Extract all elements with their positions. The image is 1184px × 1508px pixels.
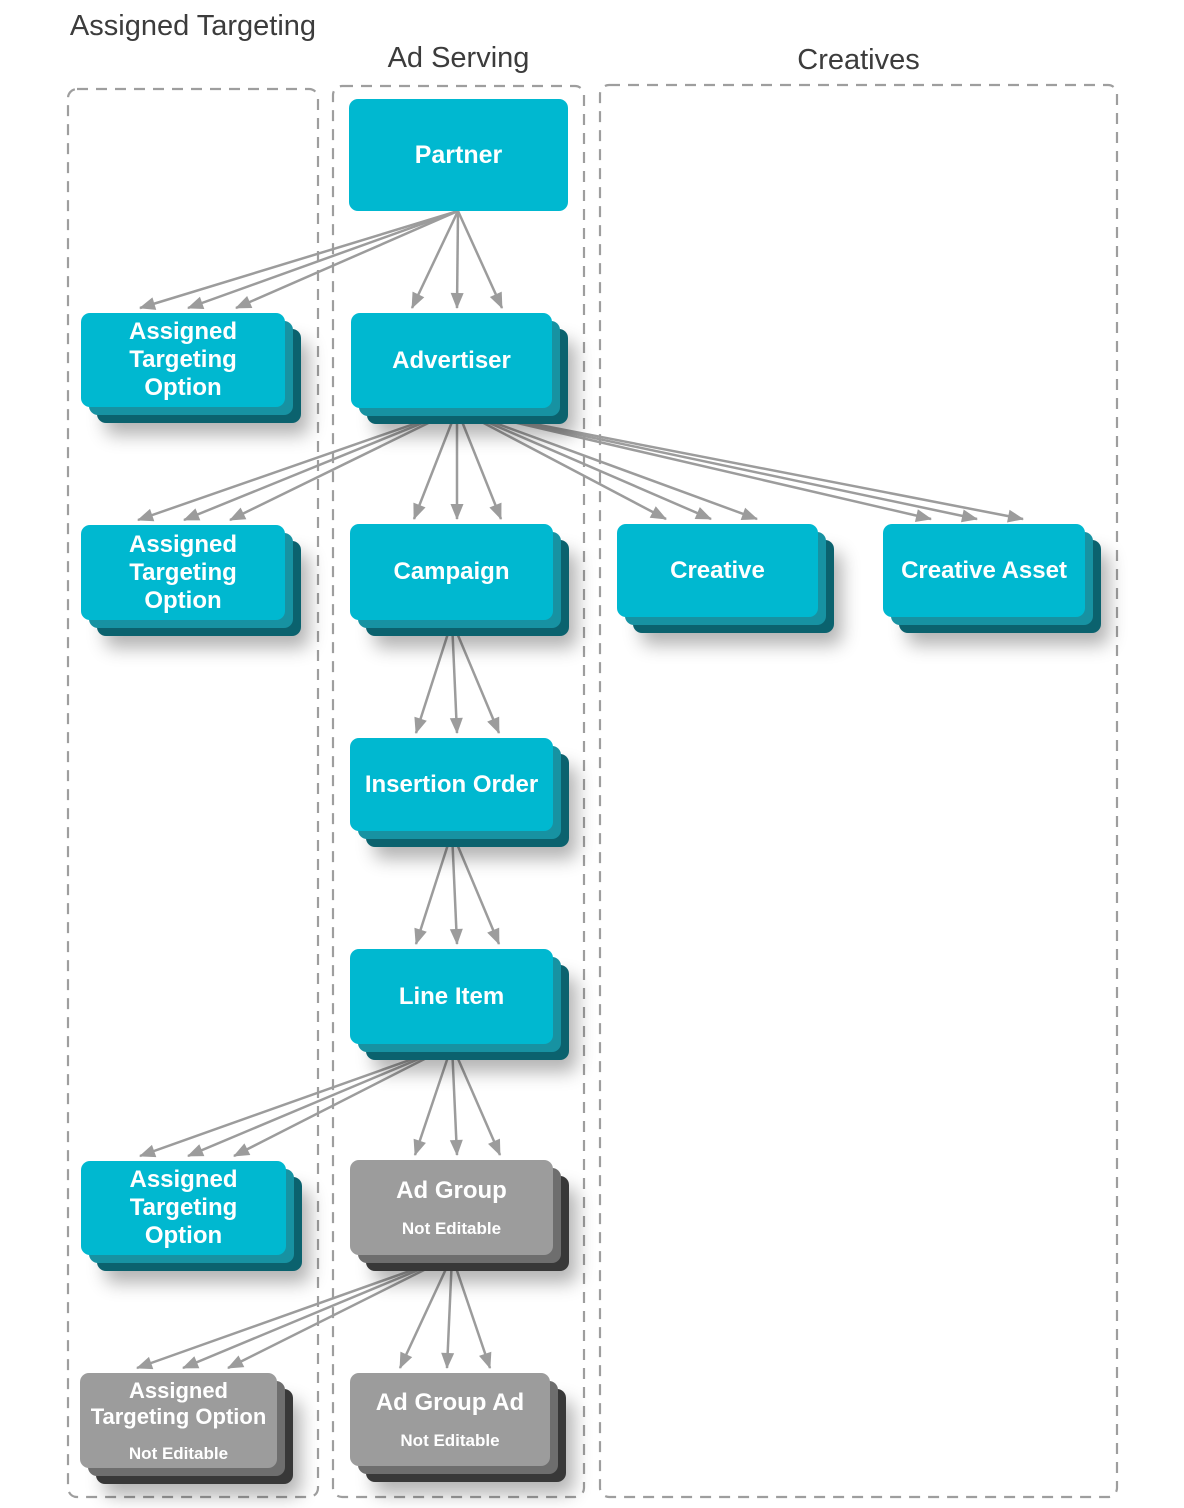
edge-ad-group-to-assigned-targeting-option-4: [182, 1254, 453, 1370]
edge-advertiser-to-campaign: [412, 408, 459, 520]
edge-line-item-to-ad-group: [413, 1044, 454, 1156]
edge-lines: [136, 209, 1024, 1370]
edge-ad-group-to-assigned-targeting-option-4: [136, 1254, 453, 1370]
edge-line-item-to-assigned-targeting-option-3: [139, 1043, 453, 1158]
edge-ad-group-to-ad-group-ad: [398, 1255, 454, 1369]
column-ad-serving: [331, 84, 586, 1499]
edge-line-item-to-assigned-targeting-option-3: [233, 1043, 453, 1158]
node-label: Line Item: [398, 982, 505, 1010]
node-partner: Partner: [349, 99, 568, 211]
node-insertion-order: Insertion Order: [350, 738, 553, 831]
edge-line-item-to-ad-group: [450, 1044, 502, 1156]
node-line-item: Line Item: [350, 949, 553, 1044]
edge-advertiser-to-creative-asset: [456, 407, 1024, 523]
column-title-creatives: Creatives: [797, 44, 920, 76]
node-sublabel: Not Editable: [401, 1219, 502, 1238]
edge-insertion-order-to-line-item: [414, 831, 454, 945]
node-label: Insertion Order: [364, 770, 539, 798]
edge-partner-to-assigned-targeting-option-1: [235, 209, 459, 310]
edge-partner-to-assigned-targeting-option-1: [187, 209, 459, 310]
node-advertiser: Advertiser: [351, 313, 552, 408]
edge-advertiser-to-creative-asset: [456, 407, 978, 523]
edge-line-item-to-assigned-targeting-option-3: [187, 1043, 453, 1158]
edge-campaign-to-insertion-order: [449, 620, 463, 734]
edge-advertiser-to-creative: [456, 407, 712, 521]
node-label: Partner: [414, 141, 503, 169]
node-ad-group-ad: Ad Group Ad Not Editable: [350, 1373, 550, 1466]
column-creatives: [598, 83, 1119, 1499]
edge-line-item-to-ad-group: [449, 1044, 463, 1156]
edge-advertiser-to-assigned-targeting-option-2: [137, 407, 458, 522]
node-label: Campaign: [393, 558, 510, 585]
edge-ad-group-to-ad-group-ad: [450, 1255, 492, 1369]
edge-ad-group-to-assigned-targeting-option-4: [227, 1254, 453, 1370]
edge-advertiser-to-creative: [456, 407, 667, 521]
column-assigned-targeting: [66, 87, 320, 1499]
edge-insertion-order-to-line-item: [449, 831, 463, 945]
edge-advertiser-to-assigned-targeting-option-2: [183, 407, 458, 522]
column-rects: [66, 83, 1119, 1499]
column-title-ad-serving: Ad Serving: [387, 42, 530, 74]
node-campaign: Campaign: [350, 524, 553, 620]
edge-advertiser-to-campaign: [455, 408, 503, 520]
edge-advertiser-to-assigned-targeting-option-2: [229, 407, 458, 522]
edge-insertion-order-to-line-item: [450, 831, 501, 945]
edge-ad-group-to-ad-group-ad: [441, 1255, 455, 1369]
edge-partner-to-advertiser: [456, 210, 504, 309]
edge-campaign-to-insertion-order: [414, 620, 454, 734]
edge-partner-to-advertiser: [450, 210, 464, 309]
node-label: Creative: [670, 556, 765, 584]
node-label: Advertiser: [392, 346, 511, 374]
edge-partner-to-assigned-targeting-option-1: [139, 209, 459, 310]
node-sublabel: Not Editable: [128, 1444, 229, 1463]
node-label: Ad Group: [396, 1177, 507, 1204]
node-creative-asset: Creative Asset: [883, 524, 1085, 617]
column-title-assigned-targeting: Assigned Targeting: [69, 10, 317, 42]
node-label: Creative Asset: [901, 556, 1067, 584]
edge-partner-to-advertiser: [410, 210, 460, 309]
edge-advertiser-to-creative-asset: [456, 407, 932, 522]
node-sublabel: Not Editable: [400, 1431, 500, 1450]
edge-advertiser-to-creative: [456, 407, 758, 521]
node-creative: Creative: [617, 524, 818, 617]
edge-campaign-to-insertion-order: [450, 620, 501, 734]
node-label: Ad Group Ad: [375, 1389, 525, 1416]
